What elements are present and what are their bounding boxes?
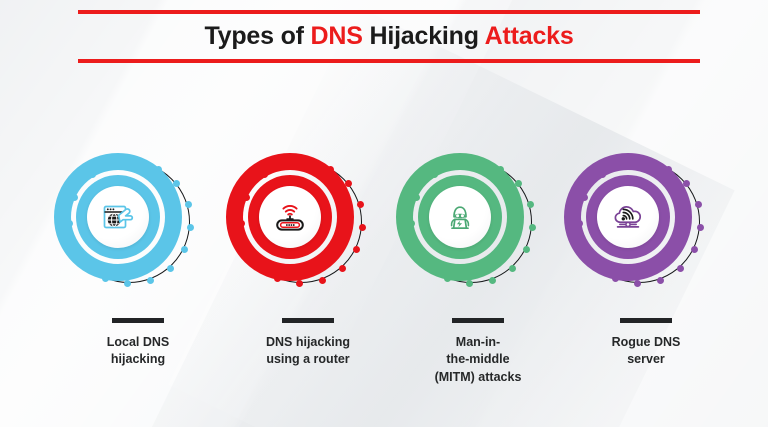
badge-dns-hijacking-using-a-router xyxy=(226,153,367,293)
title-segment-highlight-1: DNS xyxy=(310,22,363,50)
ring-accent-dot xyxy=(167,264,175,272)
caption-label: Rogue DNS server xyxy=(611,335,681,367)
cloud-signal-network-icon xyxy=(611,200,645,234)
caption-man-in-the-middle-mitm-attacks: Man-in- the-middle (MITM) attacks xyxy=(398,318,558,386)
badge-rogue-dns-server xyxy=(564,153,705,293)
ring-accent-dot xyxy=(147,276,155,284)
page-title: Types of DNS Hijacking Attacks xyxy=(78,14,700,59)
ring-accent-dot xyxy=(124,280,132,288)
ring-accent-dot xyxy=(677,264,685,272)
badge-row xyxy=(0,148,768,298)
caption-label: Local DNS hijacking xyxy=(106,335,170,367)
badge-man-in-the-middle-mitm-attacks xyxy=(396,153,537,293)
ring-accent-dot xyxy=(353,246,361,254)
badge-icon-core xyxy=(429,186,491,248)
ring-accent-dot xyxy=(526,200,534,208)
ring-accent-dot xyxy=(184,200,192,208)
caption-divider-bar xyxy=(282,318,334,323)
header: Types of DNS Hijacking Attacks xyxy=(78,10,700,64)
ring-accent-dot xyxy=(694,200,702,208)
badge-icon-core xyxy=(259,186,321,248)
caption-dns-hijacking-using-a-router: DNS hijacking using a router xyxy=(228,318,388,369)
ring-accent-dot xyxy=(466,280,474,288)
browser-globe-hand-icon xyxy=(101,200,135,234)
caption-rogue-dns-server: Rogue DNS server xyxy=(566,318,726,369)
ring-accent-dot xyxy=(187,223,195,231)
title-segment-plain-1: Types of xyxy=(204,22,311,50)
ring-accent-dot xyxy=(657,276,665,284)
caption-divider-bar xyxy=(620,318,672,323)
title-segment-plain-2: Hijacking xyxy=(362,22,485,50)
badge-icon-core xyxy=(597,186,659,248)
badge-local-dns-hijacking xyxy=(54,153,195,293)
ring-accent-dot xyxy=(296,280,304,288)
ring-accent-dot xyxy=(181,246,189,254)
caption-label: DNS hijacking using a router xyxy=(265,335,351,367)
ring-accent-dot xyxy=(509,264,517,272)
ring-accent-dot xyxy=(634,280,642,288)
wifi-router-icon xyxy=(273,200,307,234)
caption-divider-bar xyxy=(112,318,164,323)
badge-icon-core xyxy=(87,186,149,248)
ring-accent-dot xyxy=(489,276,497,284)
title-segment-highlight-2: Attacks xyxy=(484,22,574,50)
ring-accent-dot xyxy=(691,246,699,254)
ring-accent-dot xyxy=(697,223,705,231)
hacker-laptop-icon xyxy=(443,200,477,234)
caption-divider-bar xyxy=(452,318,504,323)
ring-accent-dot xyxy=(359,223,367,231)
ring-accent-dot xyxy=(529,223,537,231)
ring-accent-dot xyxy=(356,200,364,208)
caption-local-dns-hijacking: Local DNS hijacking xyxy=(58,318,218,369)
ring-accent-dot xyxy=(523,246,531,254)
ring-accent-dot xyxy=(339,264,347,272)
ring-accent-dot xyxy=(319,276,327,284)
header-rule-bottom xyxy=(78,59,700,64)
caption-label: Man-in- the-middle (MITM) attacks xyxy=(434,335,522,384)
